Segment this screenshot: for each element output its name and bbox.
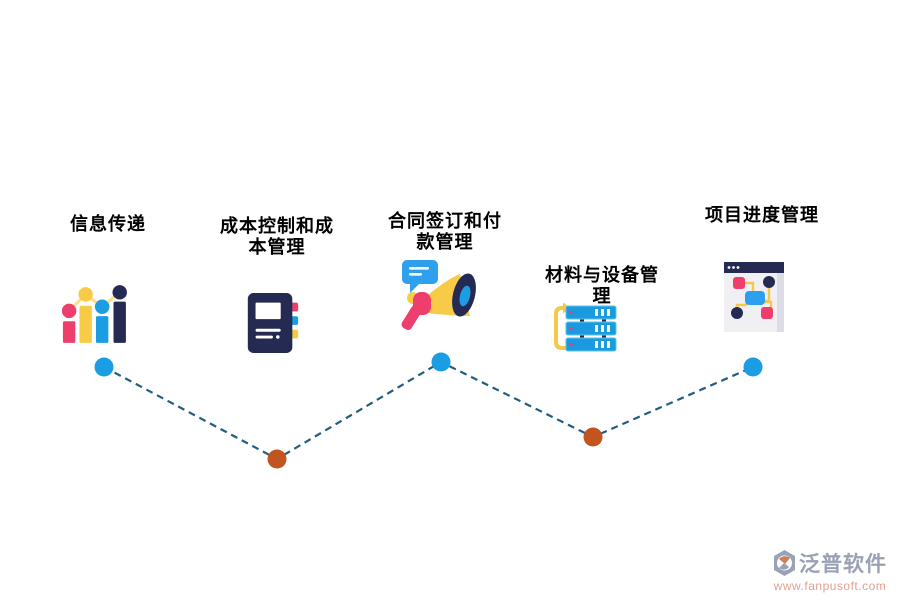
kanban-window-icon — [723, 261, 785, 333]
node-label: 信息传递 — [70, 214, 146, 234]
node-label: 项目进度管理 — [705, 205, 819, 225]
node-label: 合同签订和付款管理 — [388, 211, 502, 252]
watermark-url: www.fanpusoft.com — [773, 579, 887, 593]
bar-chart-people-icon — [59, 282, 135, 346]
watermark-brand: 泛普软件 — [799, 553, 887, 576]
watermark: 泛普软件 www.fanpusoft.com — [766, 548, 894, 593]
node-label: 成本控制和成本管理 — [220, 216, 334, 257]
node-dot — [743, 357, 763, 377]
zigzag-dashed-line — [103, 360, 754, 461]
node-dot — [431, 352, 451, 372]
node-label: 材料与设备管理 — [545, 265, 659, 306]
node-dot — [94, 357, 114, 377]
node-dot — [583, 427, 603, 447]
server-stack-icon — [550, 300, 622, 356]
node-dot — [267, 449, 287, 469]
fanpu-logo-icon — [773, 550, 796, 576]
megaphone-icon — [396, 258, 486, 330]
notebook-icon — [242, 291, 302, 355]
